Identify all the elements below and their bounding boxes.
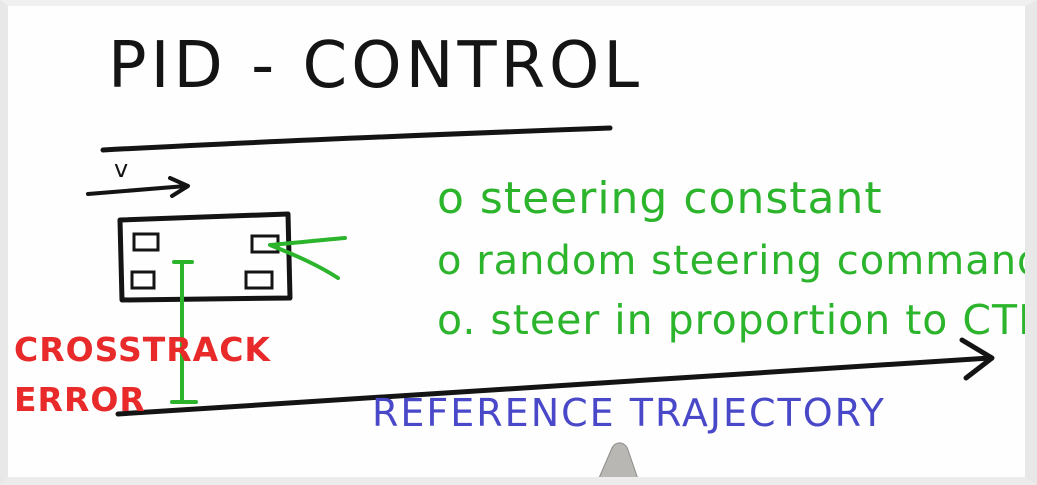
car-wheel-rear-left (130, 270, 156, 290)
title-underline (100, 125, 613, 153)
reference-trajectory-label: REFERENCE TRAJECTORY (372, 391, 886, 435)
velocity-label: v (114, 155, 129, 183)
pen-tip (595, 442, 641, 485)
bullet-steering-constant: o steering constant (437, 173, 883, 224)
car-body (117, 211, 293, 303)
error-label: ERROR (14, 380, 146, 419)
bullet-random-steering: o random steering commands (437, 238, 1037, 284)
crosstrack-label: CROSSTRACK (14, 330, 271, 369)
diagram-title: PID - CONTROL (108, 29, 644, 103)
velocity-arrowhead (168, 176, 190, 198)
steering-pointer (268, 236, 347, 280)
car-wheel-rear-right (244, 270, 274, 290)
bullet-steer-proportion: o. steer in proportion to CTE (437, 296, 1037, 344)
reference-trajectory-line (115, 355, 993, 417)
car-wheel-front-left (132, 232, 160, 252)
reference-trajectory-arrowhead (959, 337, 995, 381)
velocity-arrow (86, 184, 188, 196)
